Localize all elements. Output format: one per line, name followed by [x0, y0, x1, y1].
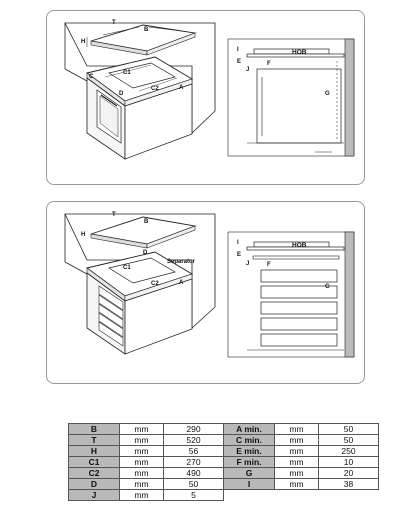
- label-C2: C2: [151, 86, 159, 92]
- installation-diagram-drawers: B T H D C1 C2 A Separator HOB I J E F G: [64, 212, 355, 358]
- label-C2: C2: [151, 281, 159, 287]
- dim-unit: mm: [274, 456, 319, 468]
- dim-unit: mm: [119, 423, 164, 435]
- table-row: C1 mm 270 F min. mm 10: [68, 456, 379, 468]
- dim-key: C1: [68, 456, 120, 468]
- label-J: J: [246, 67, 249, 73]
- dim-value: 38: [318, 478, 379, 490]
- label-F: F: [267, 61, 271, 67]
- dim-unit: mm: [274, 434, 319, 446]
- label-H: H: [81, 232, 85, 238]
- hob-label: HOB: [292, 49, 307, 56]
- label-I: I: [237, 47, 239, 53]
- hob-label: HOB: [292, 242, 307, 249]
- dim-unit: mm: [119, 434, 164, 446]
- dim-key: F min.: [223, 456, 275, 468]
- dim-key: E min.: [223, 445, 275, 457]
- dim-unit: mm: [119, 467, 164, 479]
- table-row: B mm 290 A min. mm 50: [68, 423, 379, 435]
- dim-key: H: [68, 445, 120, 457]
- dim-key: I: [223, 478, 275, 490]
- table-row: H mm 56 E min. mm 250: [68, 445, 379, 457]
- installation-panel-drawers: B T H D C1 C2 A Separator HOB I J E F G: [46, 201, 365, 384]
- dimensions-table: B mm 290 A min. mm 50 T mm 520 C min. mm…: [68, 423, 379, 501]
- label-A: A: [179, 280, 184, 286]
- dim-unit: mm: [274, 423, 319, 435]
- installation-panel-oven: B T H C C1 C2 D A HOB I J E F G: [46, 10, 365, 185]
- dim-key: J: [68, 489, 120, 501]
- dim-key: G: [223, 467, 275, 479]
- label-F: F: [267, 262, 271, 268]
- label-D: D: [119, 91, 124, 97]
- dim-unit: mm: [119, 456, 164, 468]
- table-row: T mm 520 C min. mm 50: [68, 434, 379, 446]
- dim-unit: mm: [119, 478, 164, 490]
- label-I: I: [237, 240, 239, 246]
- dim-value: 50: [318, 434, 379, 446]
- dim-value: 5: [163, 489, 224, 501]
- empty-cell: [318, 489, 379, 501]
- dim-value: 10: [318, 456, 379, 468]
- empty-cell: [274, 489, 319, 501]
- table-row: D mm 50 I mm 38: [68, 478, 379, 490]
- dim-key: B: [68, 423, 120, 435]
- label-A: A: [179, 85, 184, 91]
- label-B: B: [144, 27, 149, 33]
- dim-value: 20: [318, 467, 379, 479]
- dim-value: 490: [163, 467, 224, 479]
- installation-diagram-oven: B T H C C1 C2 D A HOB I J E F G: [64, 20, 355, 160]
- dim-value: 520: [163, 434, 224, 446]
- label-B: B: [144, 219, 149, 225]
- dim-value: 50: [163, 478, 224, 490]
- table-row: J mm 5: [68, 489, 379, 501]
- label-C1: C1: [123, 265, 131, 271]
- dim-key: D: [68, 478, 120, 490]
- label-C: C: [89, 74, 94, 80]
- label-T: T: [112, 20, 116, 26]
- dim-unit: mm: [274, 478, 319, 490]
- dim-unit: mm: [119, 489, 164, 501]
- separator-label: Separator: [167, 259, 196, 265]
- dim-unit: mm: [274, 467, 319, 479]
- label-E: E: [237, 59, 241, 65]
- label-C1: C1: [123, 70, 131, 76]
- label-T: T: [112, 212, 116, 218]
- dim-value: 56: [163, 445, 224, 457]
- label-J: J: [246, 261, 249, 267]
- label-G: G: [325, 284, 330, 290]
- dim-unit: mm: [119, 445, 164, 457]
- dim-value: 270: [163, 456, 224, 468]
- dim-unit: mm: [274, 445, 319, 457]
- label-G: G: [325, 91, 330, 97]
- label-E: E: [237, 252, 241, 258]
- empty-cell: [223, 489, 275, 501]
- dim-key: C2: [68, 467, 120, 479]
- dim-key: T: [68, 434, 120, 446]
- dim-value: 250: [318, 445, 379, 457]
- label-H: H: [81, 39, 85, 45]
- label-D: D: [143, 250, 148, 256]
- dim-key: A min.: [223, 423, 275, 435]
- table-row: C2 mm 490 G mm 20: [68, 467, 379, 479]
- dim-key: C min.: [223, 434, 275, 446]
- dim-value: 290: [163, 423, 224, 435]
- dim-value: 50: [318, 423, 379, 435]
